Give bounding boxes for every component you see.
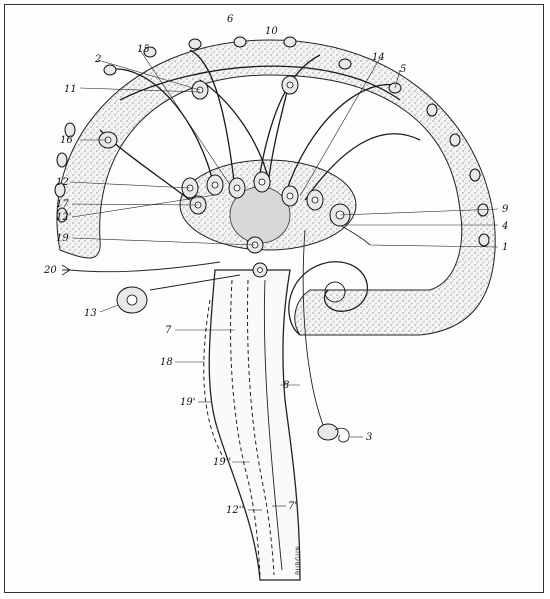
- fiber-20: [69, 261, 221, 273]
- label-20: 20: [43, 265, 57, 276]
- cortex-band: [56, 39, 496, 336]
- fiber-b: [189, 49, 236, 191]
- label-16: 16: [60, 135, 73, 146]
- cortical-cells: [54, 36, 490, 247]
- label-6: 6: [227, 14, 234, 25]
- fiber-d: [284, 83, 396, 196]
- fiber-e: [304, 133, 421, 201]
- fiber-g: [199, 79, 271, 186]
- label-19-prime: 19': [180, 397, 195, 408]
- label-3: 3: [366, 432, 372, 443]
- label-19: 19: [56, 233, 69, 244]
- label-15: 15: [137, 44, 150, 55]
- tract-line-7p: [263, 279, 283, 571]
- signature: BURGUN: [295, 546, 302, 575]
- label-8: 8: [283, 380, 289, 391]
- spiral-cortex: [288, 261, 368, 336]
- label-2: 2: [94, 54, 101, 65]
- label-19-double-prime: 19'': [213, 457, 231, 468]
- spiral-center: [324, 281, 346, 303]
- label-5: 5: [400, 64, 406, 75]
- fiber-8: [302, 229, 326, 431]
- label-7-prime: 7': [288, 501, 297, 512]
- label-12-prime: 12': [56, 212, 71, 223]
- label-7: 7: [165, 325, 172, 336]
- fiber-13: [149, 274, 241, 291]
- label-11: 11: [64, 84, 77, 95]
- label-17: 17: [56, 199, 69, 210]
- fiber-a: [104, 68, 216, 191]
- label-1: 1: [502, 242, 508, 253]
- label-12: 12: [56, 177, 69, 188]
- label-10: 10: [265, 26, 278, 37]
- label-18: 18: [160, 357, 173, 368]
- label-9: 9: [502, 204, 509, 215]
- tract-dashed-a: [230, 279, 261, 576]
- label-4: 4: [501, 221, 508, 232]
- label-12-double-prime: 12'': [226, 505, 244, 516]
- tract-dashed-c: [203, 299, 226, 461]
- label-14: 14: [372, 52, 385, 63]
- spinal-cord: [208, 269, 301, 581]
- label-13: 13: [84, 308, 97, 319]
- fiber-arc: [119, 65, 401, 101]
- leader-lines: [69, 49, 499, 511]
- tract-dashed-b: [247, 279, 275, 576]
- sensory-ending: [61, 264, 71, 276]
